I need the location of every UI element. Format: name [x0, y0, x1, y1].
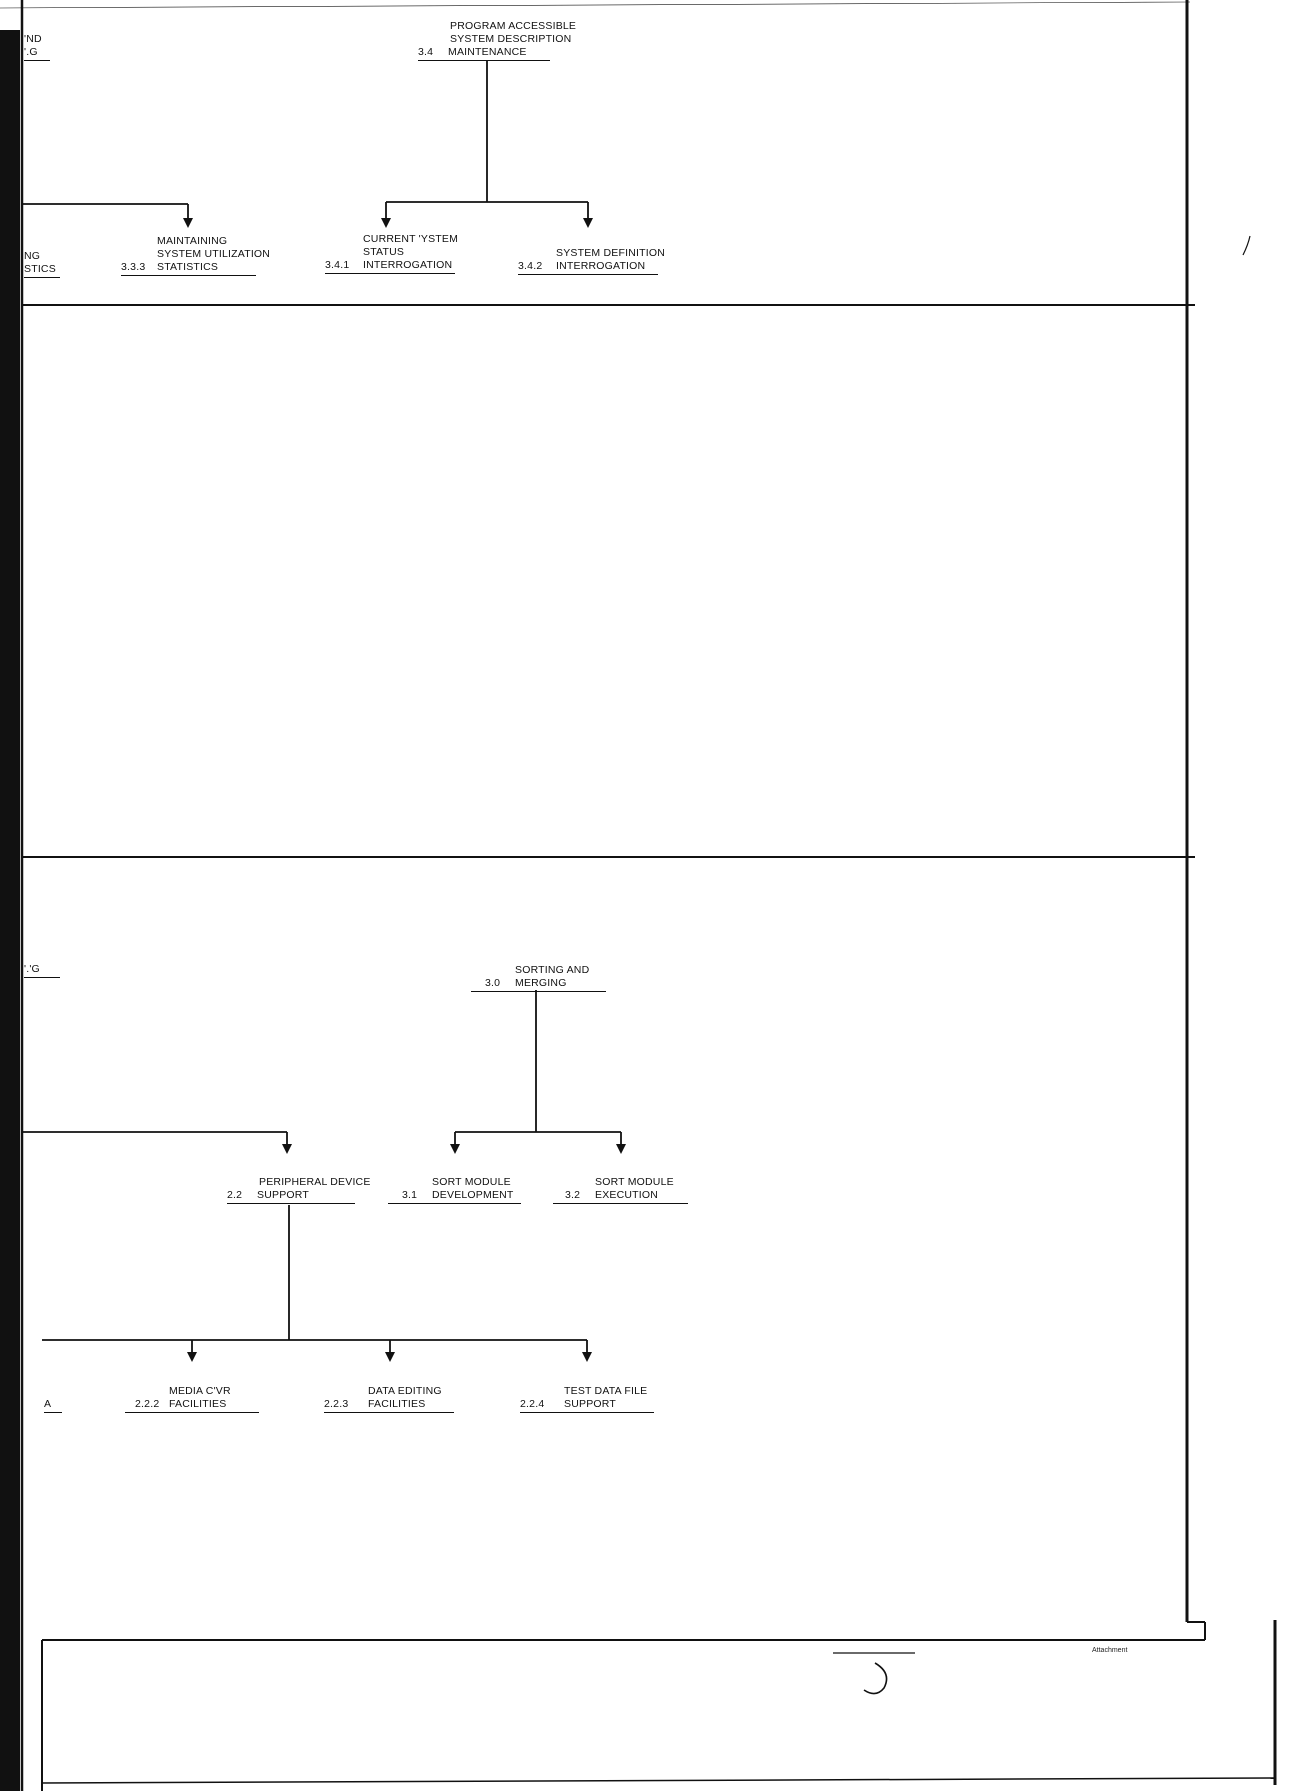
node-3-3-3-line-2: SYSTEM UTILIZATION	[157, 248, 271, 260]
arrowhead-2-2	[282, 1144, 292, 1154]
bottom-arrowheads	[187, 1144, 626, 1362]
node-3-4-2-number: 3.4.2	[518, 260, 543, 272]
bottom-connectors	[22, 990, 622, 1355]
partial-bottom-label-line: A	[44, 1398, 62, 1413]
attachment-note: Attachment	[1092, 1647, 1128, 1654]
arrowhead-3-4-2	[583, 218, 593, 228]
node-3-4-2-title: INTERROGATION	[556, 260, 646, 272]
node-3-1-line-1: SORT MODULE	[432, 1176, 511, 1188]
node-2-2-4-line-1: TEST DATA FILE	[564, 1385, 648, 1397]
node-3-4-2: SYSTEM DEFINITION 3.4.2 INTERROGATION	[518, 247, 665, 275]
footer-marks	[833, 235, 1251, 1695]
arrowhead-3-3-3	[183, 218, 193, 228]
node-3-2-title: EXECUTION	[595, 1189, 659, 1201]
partial-left-heading-bottom: '.'G	[24, 963, 60, 978]
node-2-2-2-line-1: MEDIA C'VR	[169, 1385, 231, 1397]
node-2-2-2-title: FACILITIES	[169, 1398, 227, 1410]
partial-left-heading-top: 'ND '.G	[24, 33, 50, 61]
node-3-4-1-line-1: CURRENT 'YSTEM	[363, 233, 459, 245]
node-3-4-number: 3.4	[418, 46, 434, 58]
arrowhead-2-2-4	[582, 1352, 592, 1362]
node-2-2-3-line-1: DATA EDITING	[368, 1385, 442, 1397]
node-2-2: PERIPHERAL DEVICE 2.2 SUPPORT	[227, 1176, 371, 1204]
arrowhead-3-1	[450, 1144, 460, 1154]
node-2-2-3-title: FACILITIES	[368, 1398, 426, 1410]
node-3-4-title: MAINTENANCE	[448, 46, 527, 58]
node-3-0: SORTING AND 3.0 MERGING	[471, 964, 606, 992]
node-3-0-title: MERGING	[515, 977, 567, 989]
node-2-2-line-1: PERIPHERAL DEVICE	[259, 1176, 371, 1188]
node-3-1-title: DEVELOPMENT	[432, 1189, 514, 1201]
node-2-2-title: SUPPORT	[257, 1189, 309, 1201]
node-2-2-4-title: SUPPORT	[564, 1398, 616, 1410]
node-3-4: PROGRAM ACCESSIBLE SYSTEM DESCRIPTION 3.…	[418, 20, 576, 61]
binding-edge	[0, 30, 20, 1791]
node-3-3-3: MAINTAINING SYSTEM UTILIZATION 3.3.3 STAT…	[121, 235, 270, 276]
node-2-2-3-number: 2.2.3	[324, 1398, 349, 1410]
arrowhead-2-2-3	[385, 1352, 395, 1362]
node-2-2-4-number: 2.2.4	[520, 1398, 545, 1410]
partial-heading-line-1: 'ND	[24, 33, 42, 45]
node-3-4-line-2: SYSTEM DESCRIPTION	[450, 33, 572, 45]
node-3-0-number: 3.0	[485, 977, 501, 989]
node-3-1-number: 3.1	[402, 1189, 418, 1201]
partial-heading-line-2: '.G	[24, 46, 50, 61]
node-2-2-4: TEST DATA FILE 2.2.4 SUPPORT	[520, 1385, 654, 1413]
node-3-4-line-1: PROGRAM ACCESSIBLE	[450, 20, 577, 32]
margin-tick	[1242, 235, 1251, 256]
page-mark-glyph	[863, 1662, 888, 1695]
arrowhead-3-2	[616, 1144, 626, 1154]
page-mark: J	[866, 1668, 874, 1685]
node-3-4-1-number: 3.4.1	[325, 259, 350, 271]
partial-bottom-heading-line: '.'G	[24, 963, 60, 978]
arrowhead-2-2-2	[187, 1352, 197, 1362]
top-arrowheads	[183, 218, 593, 228]
node-3-3-3-line-1: MAINTAINING	[157, 235, 228, 247]
node-2-2-2: MEDIA C'VR 2.2.2 FACILITIES	[125, 1385, 259, 1413]
partial-left-label-bottom: A	[44, 1398, 62, 1413]
node-3-0-line-1: SORTING AND	[515, 964, 590, 976]
node-3-3-3-number: 3.3.3	[121, 261, 146, 273]
node-3-2: SORT MODULE 3.2 EXECUTION	[553, 1176, 688, 1204]
partial-label-line-2: STICS	[24, 263, 60, 278]
node-3-4-1-title: INTERROGATION	[363, 259, 453, 271]
top-connectors	[22, 60, 589, 222]
node-3-2-number: 3.2	[565, 1189, 581, 1201]
frame-bottom-edge	[41, 1777, 1276, 1784]
partial-left-label-top: NG STICS	[24, 250, 60, 278]
node-3-4-1: CURRENT 'YSTEM STATUS 3.4.1 INTERROGATION	[325, 233, 458, 274]
node-3-4-1-line-2: STATUS	[363, 246, 405, 258]
node-3-1: SORT MODULE 3.1 DEVELOPMENT	[388, 1176, 521, 1204]
node-2-2-2-number: 2.2.2	[135, 1398, 160, 1410]
node-2-2-3: DATA EDITING 2.2.3 FACILITIES	[324, 1385, 454, 1413]
node-3-2-line-1: SORT MODULE	[595, 1176, 674, 1188]
node-3-3-3-title: STATISTICS	[157, 261, 219, 273]
top-edge	[0, 1, 1191, 9]
arrowhead-3-4-1	[381, 218, 391, 228]
node-2-2-number: 2.2	[227, 1189, 243, 1201]
node-3-4-2-line-1: SYSTEM DEFINITION	[556, 247, 665, 259]
partial-label-line-1: NG	[24, 250, 41, 262]
